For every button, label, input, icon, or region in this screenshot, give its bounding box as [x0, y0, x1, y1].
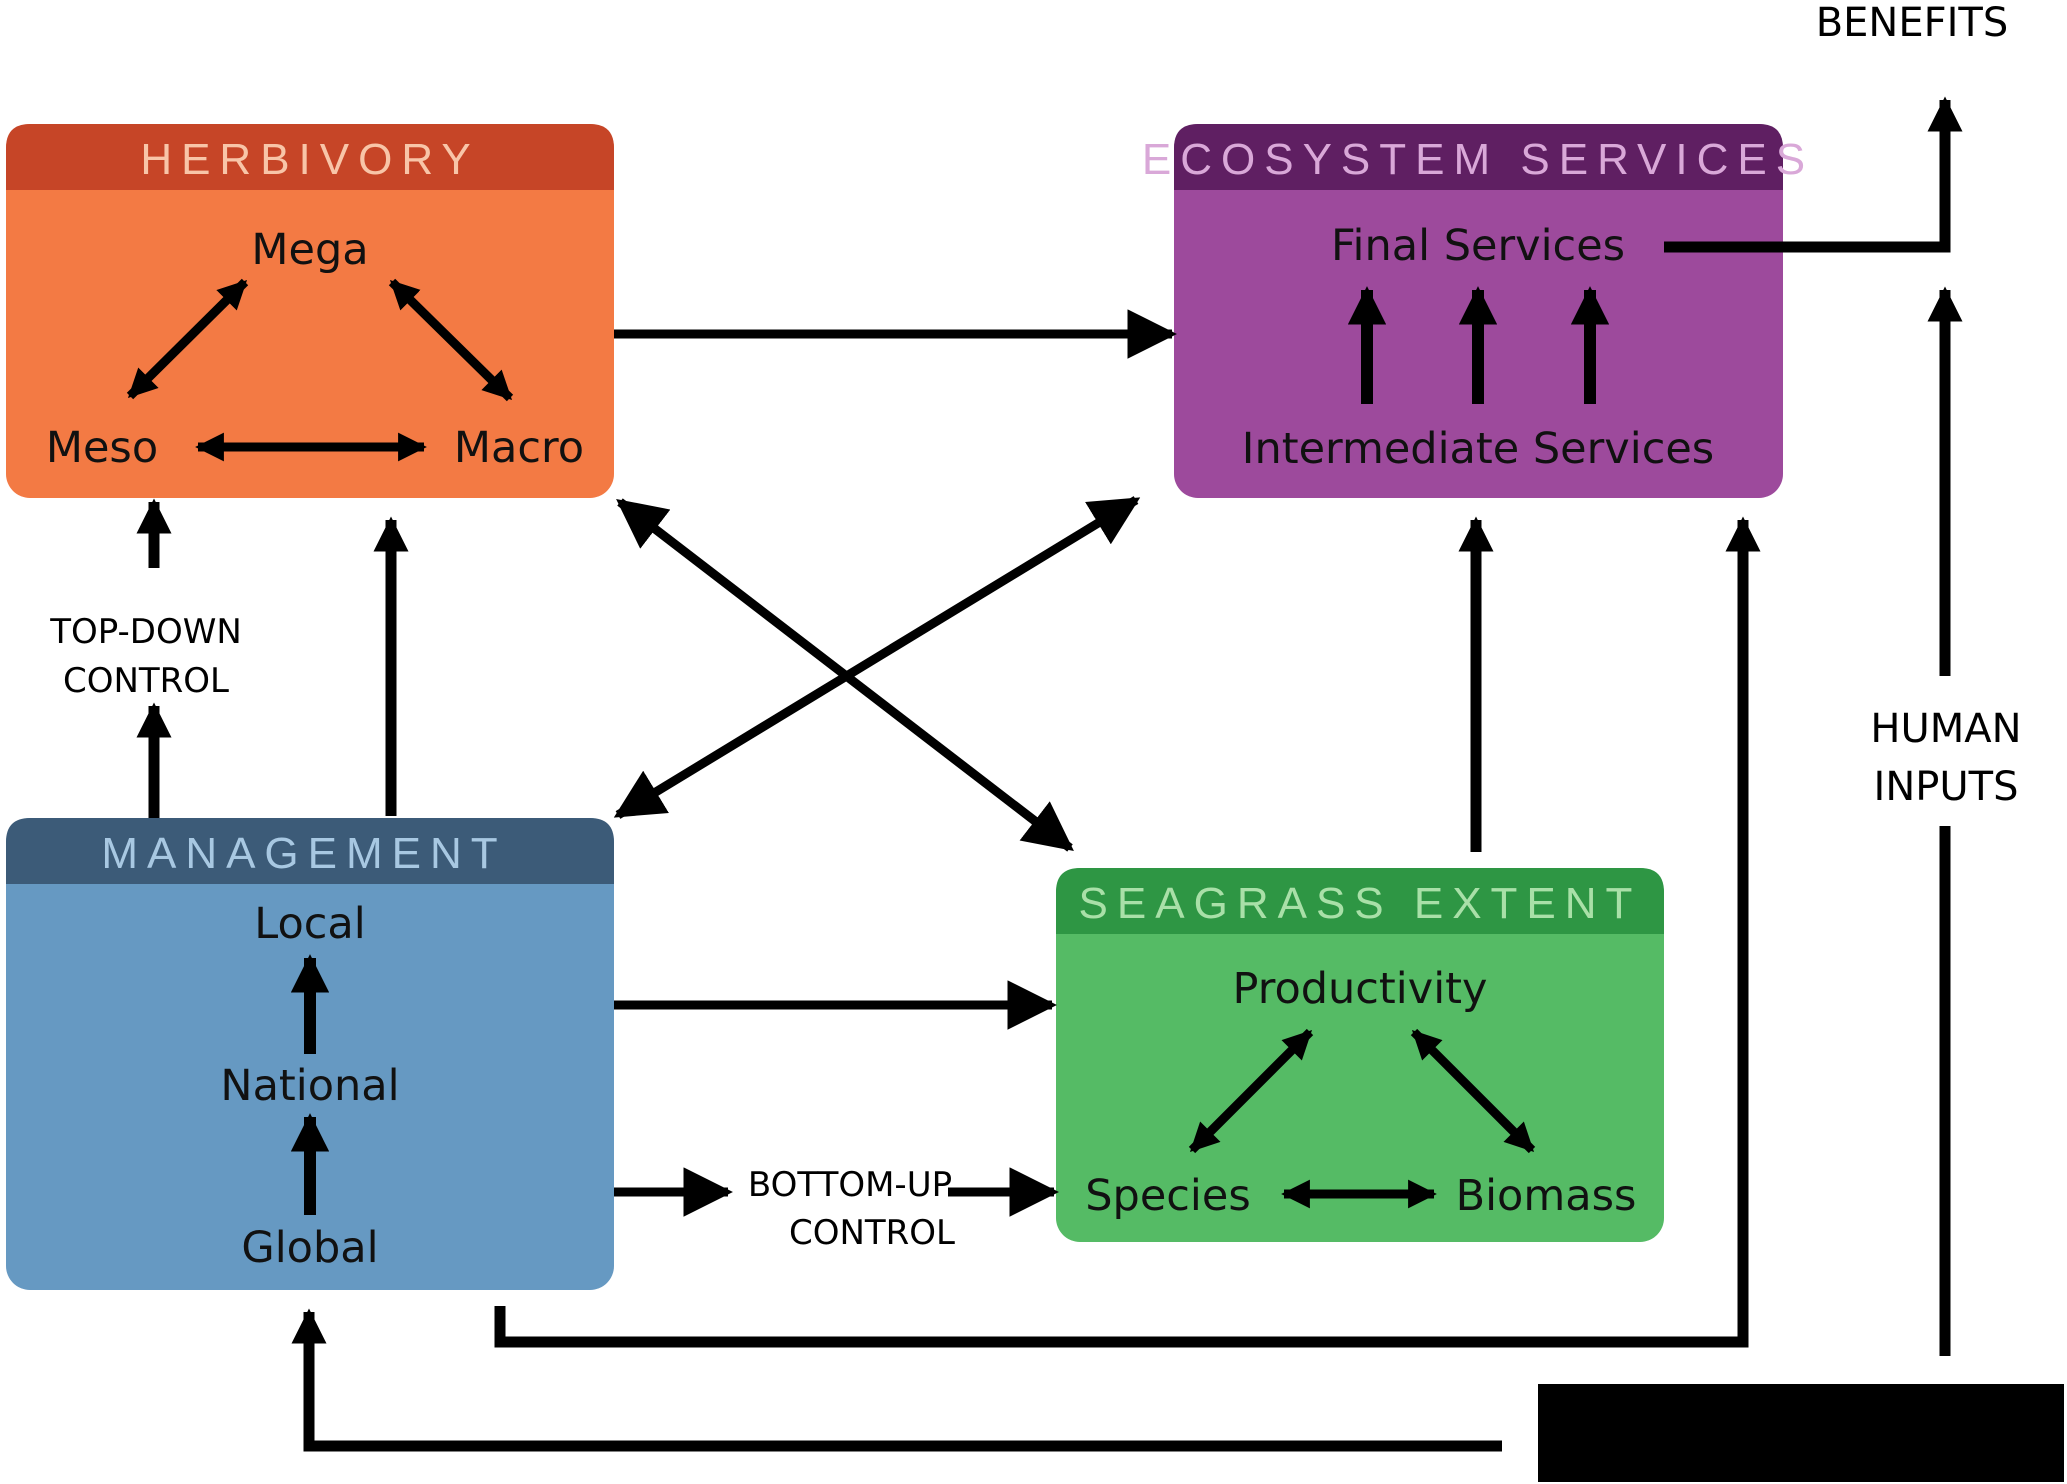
final-services-label: Final Services — [1331, 221, 1625, 271]
mega-macro-arrow — [388, 278, 514, 402]
ecosystem-services-box: ECOSYSTEM SERVICES Final Services Interm… — [1142, 124, 1814, 498]
management-header — [6, 818, 614, 884]
final-to-benefits-line — [1664, 175, 1951, 253]
herbivory-header — [6, 124, 614, 190]
top-down-label-line2: CONTROL — [63, 661, 229, 701]
herbivory-mega-label: Mega — [251, 225, 368, 275]
intermediate-services-label: Intermediate Services — [1242, 424, 1714, 474]
herbivory-macro-label: Macro — [454, 423, 584, 473]
community-values-box — [1538, 1384, 2064, 1482]
herbivory-box: HERBIVORY Mega Meso Macro — [6, 124, 614, 498]
management-box: MANAGEMENT Local National Global — [6, 818, 614, 1290]
seagrass-extent-box: SEAGRASS EXTENT Productivity Species Bio… — [1056, 868, 1664, 1242]
human-inputs-label-line1: HUMAN — [1870, 706, 2021, 752]
herbivory-meso-label: Meso — [46, 423, 158, 473]
management-local-label: Local — [254, 899, 365, 949]
top-down-label-line1: TOP-DOWN — [49, 612, 242, 652]
management-global-label: Global — [241, 1223, 378, 1273]
bottom-up-label-line2: CONTROL — [789, 1213, 955, 1253]
community-values-label: COMMUNITY VALUES — [1584, 1409, 2018, 1458]
ecosystem-title: ECOSYSTEM SERVICES — [1142, 135, 1814, 184]
herbivory-body — [6, 124, 614, 498]
human-inputs-label-line2: INPUTS — [1874, 764, 2019, 810]
management-national-label: National — [220, 1061, 399, 1111]
bottom-up-label-line1: BOTTOM-UP — [748, 1165, 952, 1205]
species-label: Species — [1085, 1171, 1251, 1221]
management-title: MANAGEMENT — [101, 829, 506, 878]
management-ecosystem-arrow — [613, 496, 1141, 819]
benefits-label: BENEFITS — [1816, 0, 2009, 46]
biomass-label: Biomass — [1456, 1171, 1637, 1221]
management-to-ecosystem-route — [494, 560, 1749, 1348]
productivity-label: Productivity — [1233, 964, 1488, 1014]
seagrass-title: SEAGRASS EXTENT — [1079, 879, 1642, 928]
seagrass-header — [1056, 868, 1664, 934]
mega-meso-arrow — [126, 278, 249, 400]
ecosystem-header — [1174, 124, 1783, 190]
productivity-biomass-arrow — [1410, 1028, 1536, 1154]
community-to-management-route — [303, 1380, 1502, 1452]
productivity-species-arrow — [1188, 1028, 1314, 1154]
herbivory-title: HERBIVORY — [140, 135, 479, 184]
